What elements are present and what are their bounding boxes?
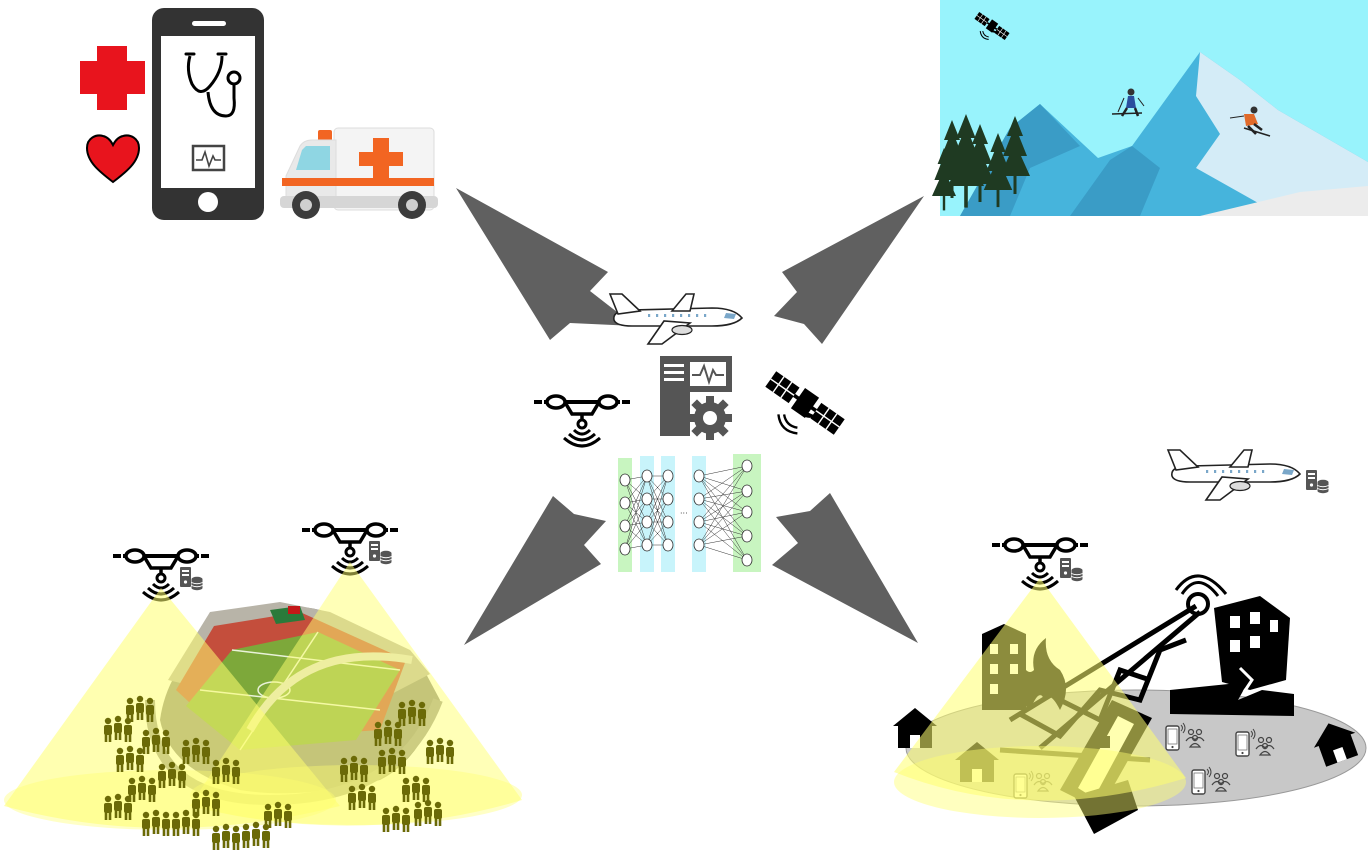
neural-node [641,538,653,552]
neural-node [693,515,705,529]
neural-node [693,469,705,483]
neural-edge [698,511,748,546]
gear-icon [688,396,732,440]
neural-node [619,473,631,487]
neural-edge [698,544,748,561]
neural-edge [698,490,748,500]
airplane-icon [609,293,743,345]
neural-edge [698,475,748,537]
neural-node [662,469,674,483]
stethoscope-icon [184,52,242,118]
heart-icon [85,134,141,184]
arrow-to-crowded-event [464,496,606,645]
neural-node [641,515,653,529]
neural-edge [624,475,648,527]
neural-node [662,538,674,552]
arrow-to-disaster-area [772,493,918,643]
coverage-cone [894,578,1186,801]
neural-node [619,496,631,510]
neural-edge [698,498,748,537]
coverage-area [894,746,1186,818]
server-icon [1059,557,1083,582]
airplane-icon [1167,449,1301,501]
neural-edge [646,475,669,523]
neural-edge [698,490,748,523]
disaster-area-panel [893,449,1367,834]
collapsed-building-icon [1170,596,1294,716]
neural-edge [646,498,669,546]
neural-edge [646,475,669,546]
neural-edge [698,465,748,477]
neural-edge [698,521,748,561]
neural-node [741,505,753,519]
healthcare-panel [80,8,438,220]
arrow-to-remote-area [774,196,924,344]
skier-icon [1111,88,1145,117]
drone-icon [532,394,632,448]
remote-area-panel [932,0,1368,216]
neural-edge [698,465,748,523]
neural-node [641,469,653,483]
neural-node [741,529,753,543]
neural-edge [698,490,748,546]
arrow-to-healthcare [456,188,635,340]
server-icon [179,566,203,591]
neural-node [741,553,753,567]
neural-edge [698,535,748,546]
neural-node [662,515,674,529]
house-icon [1313,723,1359,767]
server-icon [1305,469,1329,494]
central-hub-panel: ··· [532,293,848,572]
svg-text:···: ··· [680,509,688,518]
neural-edge [698,498,748,561]
red-cross-icon [80,46,145,110]
server-icon [368,540,392,565]
neural-node [619,519,631,533]
ambulance-icon [280,127,438,219]
neural-node [693,492,705,506]
neural-node [641,492,653,506]
neural-node [741,459,753,473]
satellite-icon [762,367,848,439]
edge-server-icon [660,356,732,440]
ecg-monitor-icon [191,144,226,172]
neural-network-icon: ··· [618,454,761,572]
neural-node [693,538,705,552]
neural-edge [698,465,748,500]
neural-edge [698,465,748,546]
neural-edge [624,498,648,550]
arrows-layer [456,188,924,645]
neural-node [662,492,674,506]
neural-edge [624,475,648,550]
crowded-event-panel [4,522,522,850]
neural-edge [698,521,748,537]
neural-node [741,484,753,498]
coverage-area [4,770,336,830]
neural-edge [698,511,748,523]
skier-icon [1229,106,1271,137]
neural-edge [698,475,748,492]
neural-node [619,542,631,556]
smartphone-icon [152,8,264,220]
